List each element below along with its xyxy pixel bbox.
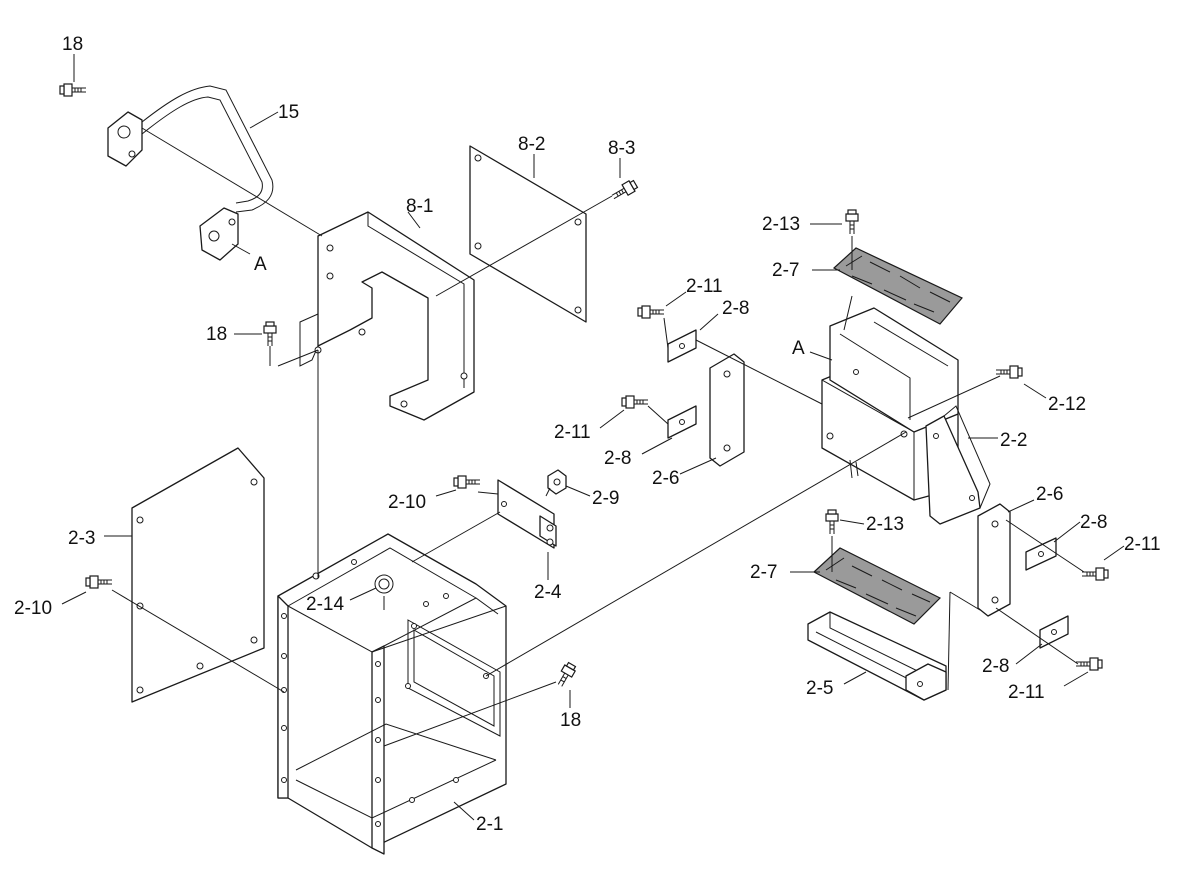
label-8-1: 8-1 <box>406 196 433 217</box>
label-2-9: 2-9 <box>592 488 619 509</box>
label-2-3: 2-3 <box>68 528 95 549</box>
label-2-5: 2-5 <box>806 678 833 699</box>
bolt-2-11-d <box>1075 657 1103 671</box>
bolt-8-3 <box>609 178 640 203</box>
bolt-18-top-left <box>59 83 87 97</box>
label-2-8-d: 2-8 <box>982 656 1009 677</box>
latch-part-2-9 <box>545 469 567 497</box>
label-2-7-upper: 2-7 <box>772 260 799 281</box>
bolt-18-lower <box>554 660 578 689</box>
label-2-14: 2-14 <box>306 594 344 615</box>
label-2-13-lower: 2-13 <box>866 514 904 535</box>
step-tread-part-2-7-lower <box>812 547 942 625</box>
cover-bracket-part-8-1 <box>299 211 475 421</box>
handrail-part-15 <box>107 85 274 261</box>
label-2-11-d: 2-11 <box>1008 682 1045 703</box>
bolt-2-10-upper <box>453 475 481 489</box>
label-2-10-left: 2-10 <box>14 598 52 619</box>
label-2-6-upper: 2-6 <box>652 468 679 489</box>
bracket-part-2-2 <box>925 405 991 525</box>
plate-part-2-8-d <box>1039 615 1069 649</box>
step-tread-part-2-7-upper <box>832 247 963 325</box>
label-2-8-b: 2-8 <box>604 448 631 469</box>
bolt-2-11-c <box>1081 567 1109 581</box>
label-2-12: 2-12 <box>1048 394 1086 415</box>
label-15: 15 <box>278 102 299 123</box>
label-2-8-a: 2-8 <box>722 298 749 319</box>
label-8-3: 8-3 <box>608 138 635 159</box>
bracket-part-2-6-lower <box>977 503 1011 617</box>
label-a-step: A <box>792 338 805 359</box>
bracket-part-2-6-upper <box>709 353 745 467</box>
label-2-10-upper: 2-10 <box>388 492 426 513</box>
label-2-2: 2-2 <box>1000 430 1027 451</box>
label-leaders <box>61 54 1125 821</box>
label-18-lower: 18 <box>560 710 581 731</box>
label-2-13-upper: 2-13 <box>762 214 800 235</box>
plate-part-2-8-b <box>667 405 697 439</box>
label-2-11-b: 2-11 <box>554 422 591 443</box>
bolt-18-middle <box>263 321 277 347</box>
step-frame-part-2-5 <box>807 611 947 701</box>
label-2-11-c: 2-11 <box>1124 534 1161 555</box>
label-8-2: 8-2 <box>518 134 545 155</box>
main-box-part-2-1 <box>277 533 507 855</box>
label-2-11-a: 2-11 <box>686 276 723 297</box>
label-2-4: 2-4 <box>534 582 562 603</box>
part-labels: 18 15 A 8-2 8-3 8-1 18 2-13 2-7 2-11 2-8… <box>14 34 1161 835</box>
plate-part-2-8-c <box>1025 537 1057 571</box>
label-2-6-lower: 2-6 <box>1036 484 1063 505</box>
bolt-2-11-b <box>621 395 649 409</box>
side-panel-part-2-3 <box>131 447 265 703</box>
label-18-middle: 18 <box>206 324 227 345</box>
plate-part-2-8-a <box>667 329 697 363</box>
label-2-7-lower: 2-7 <box>750 562 777 583</box>
label-2-1: 2-1 <box>476 814 503 835</box>
assembly-lines <box>111 127 1085 747</box>
latch-plate-part-2-4 <box>497 479 557 549</box>
label-18-top: 18 <box>62 34 83 55</box>
label-a-handrail: A <box>254 254 267 275</box>
label-2-8-c: 2-8 <box>1080 512 1107 533</box>
plate-part-8-2 <box>469 145 587 323</box>
upper-step-box <box>821 307 959 501</box>
bolt-2-13-lower <box>825 509 839 535</box>
bolt-2-13-upper <box>845 209 859 235</box>
bolt-2-11-a <box>637 305 665 319</box>
bolt-2-10-left <box>85 575 113 589</box>
